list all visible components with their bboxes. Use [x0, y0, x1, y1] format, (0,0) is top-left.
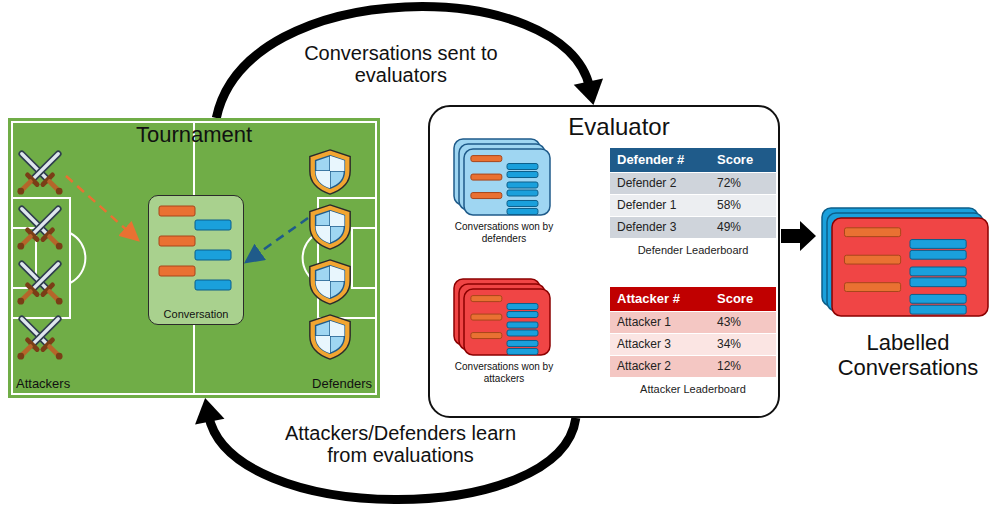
table-cell: 34% — [710, 334, 776, 355]
table-cell: 58% — [710, 195, 776, 216]
header-cell: Score — [710, 148, 776, 172]
team-label-row: Attackers Defenders — [8, 376, 380, 391]
table-row: Attacker 212% — [610, 355, 776, 377]
box-label: Conversation — [149, 308, 243, 324]
panel-title: Evaluator — [430, 107, 778, 141]
panel-title: Tournament — [8, 118, 380, 148]
table-row: Defender 158% — [610, 194, 776, 216]
table-cell: 72% — [710, 173, 776, 194]
header-cell: Defender # — [610, 148, 710, 172]
table-row: Defender 349% — [610, 216, 776, 238]
labelled-stack: Labelled Conversations — [816, 206, 1000, 396]
card-stack — [452, 277, 556, 363]
table-header: Attacker #Score — [610, 287, 776, 311]
message-bubbles-svg — [149, 196, 242, 306]
table-cell: Attacker 2 — [610, 356, 710, 377]
table-row: Defender 272% — [610, 172, 776, 194]
table-header: Defender #Score — [610, 148, 776, 172]
table-cell: 43% — [710, 312, 776, 333]
table-row: Attacker 334% — [610, 333, 776, 355]
stack-label: Labelled Conversations — [816, 330, 1000, 381]
card-stack — [452, 137, 556, 223]
curved-arrow — [209, 416, 576, 500]
card-stack — [820, 206, 1004, 328]
conversation-box: Conversation — [148, 195, 244, 325]
table-cell: 49% — [710, 217, 776, 238]
edge-label: Attackers/Defenders learn from evaluatio… — [281, 422, 521, 466]
leaderboard: Defender #ScoreDefender 272%Defender 158… — [610, 148, 776, 256]
table-caption: Defender Leaderboard — [610, 244, 776, 256]
edge-label: Conversations sent to evaluators — [301, 42, 501, 86]
table-caption: Attacker Leaderboard — [610, 383, 776, 395]
arrow-head — [195, 398, 224, 424]
card-stack-svg — [452, 277, 556, 359]
card-stack-svg — [820, 206, 1004, 324]
table-cell: Defender 3 — [610, 217, 710, 238]
card-stack-svg — [452, 137, 556, 219]
table-cell: 12% — [710, 356, 776, 377]
block-arrow — [781, 221, 816, 251]
table-cell: Attacker 3 — [610, 334, 710, 355]
conversation-stack: Conversations won by attackers — [452, 277, 556, 401]
message-bubbles — [149, 196, 242, 310]
leaderboard: Attacker #ScoreAttacker 143%Attacker 334… — [610, 287, 776, 395]
flow-arrow — [216, 7, 603, 118]
stack-caption: Conversations won by defenders — [452, 221, 556, 244]
header-cell: Attacker # — [610, 287, 710, 311]
tournament-panel: TournamentConversationAttackers Defenders — [8, 118, 380, 398]
flow-arrow — [781, 221, 816, 251]
table-cell: Attacker 1 — [610, 312, 710, 333]
stack-caption: Conversations won by attackers — [452, 361, 556, 384]
table-cell: Defender 2 — [610, 173, 710, 194]
header-cell: Score — [710, 287, 776, 311]
table-row: Attacker 143% — [610, 311, 776, 333]
arrow-head — [574, 78, 603, 105]
team-label: Attackers — [16, 376, 70, 391]
table-cell: Defender 1 — [610, 195, 710, 216]
team-label: Defenders — [312, 376, 372, 391]
evaluator-panel: EvaluatorConversations won by defendersC… — [428, 105, 780, 418]
conversation-stack: Conversations won by defenders — [452, 137, 556, 259]
curved-arrow — [216, 7, 589, 118]
